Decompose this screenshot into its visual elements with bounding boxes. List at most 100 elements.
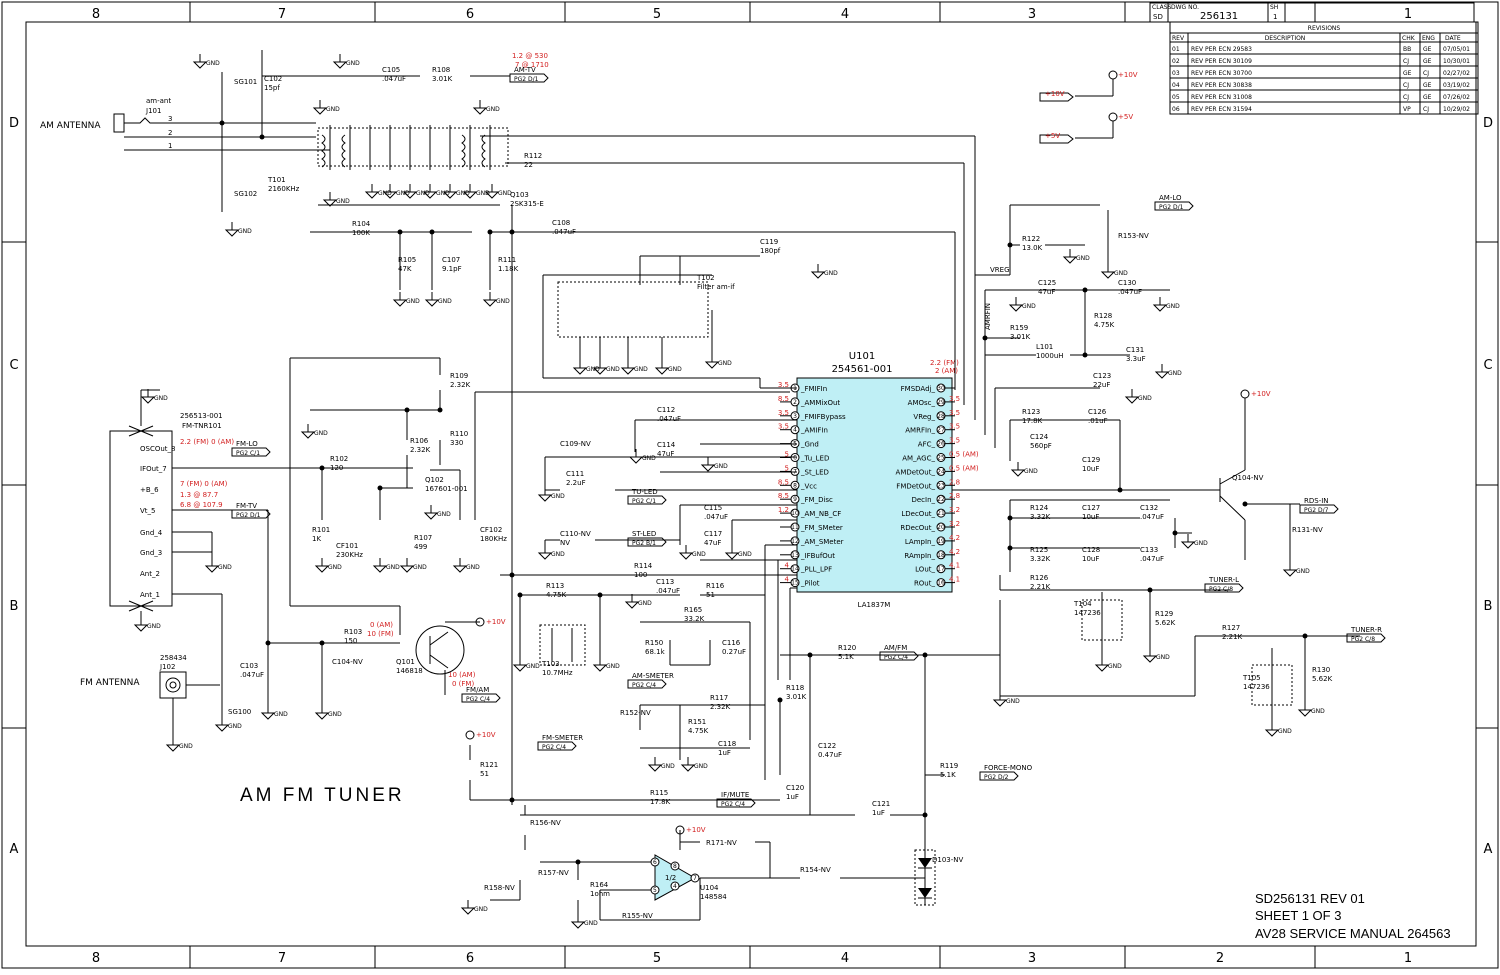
component-value: 5.62K (1312, 675, 1333, 683)
component-ref: C127 (1082, 504, 1100, 512)
junction-dot (219, 120, 225, 126)
junction-dot (397, 229, 403, 235)
component-ref: R106 (410, 437, 429, 445)
component-ref: R111 (498, 256, 516, 264)
chip-pin-voltage: 3.5 (949, 395, 960, 403)
ground-symbol (810, 271, 826, 279)
transformer-t104 (1081, 592, 1123, 660)
component-ref: C121 (872, 800, 890, 808)
am-ant-net: am-ant (146, 97, 171, 105)
ground-label: GND (498, 190, 512, 197)
ground-symbol (382, 191, 398, 199)
component-ref: R150 (645, 639, 663, 647)
ground-symbol (570, 921, 586, 929)
junction-dot (509, 797, 515, 803)
grid-row-label: B (10, 599, 19, 614)
junction-dot (777, 697, 783, 703)
component-ref: R113 (546, 582, 564, 590)
rev-cell: REV PER ECN 30700 (1191, 70, 1252, 77)
component-value: NV (560, 539, 570, 547)
chip-pin-number: 29 (937, 399, 945, 406)
ground-label: GND (1166, 303, 1180, 310)
ground-symbol (460, 907, 476, 915)
chip-pin-label: AMDetOut_ (896, 468, 936, 476)
chip-pin-voltage: 3.2 (949, 520, 960, 528)
svg-text:1: 1 (168, 142, 172, 150)
chip-pin (936, 508, 946, 518)
chip-pin-voltage: 4.1 (949, 562, 960, 570)
component-ref: R107 (414, 534, 432, 542)
page-ref: PG2 C/4 (632, 682, 656, 689)
rev-cell: 05 (1172, 94, 1180, 101)
grid-col-label: 3 (1028, 951, 1036, 966)
chip-pin (936, 480, 946, 490)
diode-d103 (914, 849, 936, 906)
ground-symbol (1180, 541, 1196, 549)
component-ref: R159 (1010, 324, 1028, 332)
ground-label: GND (1168, 370, 1182, 377)
component-value: 3.32K (1030, 513, 1051, 521)
ground-symbol (482, 299, 498, 307)
component-value: 1K (312, 535, 321, 543)
component-value: 68.1k (645, 648, 666, 656)
component-ref: C119 (760, 238, 778, 246)
ground-symbol (592, 367, 608, 375)
component-value: 3.32K (1030, 555, 1051, 563)
net-tag-box (537, 741, 577, 751)
chip-pin-voltage: 3.5 (778, 423, 789, 431)
grid-row-label: C (1483, 358, 1492, 373)
chip-pin-label: _FMIFIn (800, 385, 827, 393)
net-tag-box (231, 509, 271, 519)
component-ref: R124 (1030, 504, 1049, 512)
am-ant-ref: J101 (145, 107, 161, 115)
chip-pin-number: 19 (937, 538, 945, 545)
q101-volt: 10 (FM) (367, 630, 394, 638)
ground-symbol (133, 624, 149, 632)
component-value: 0.47uF (818, 751, 842, 759)
power-label: +10V (686, 826, 706, 834)
component-value: 51 (480, 770, 489, 778)
component-value: 100K (352, 229, 370, 237)
component-value: 17.8K (1022, 417, 1043, 425)
component-ref: R156-NV (530, 819, 561, 827)
chip-pin-label: AM_AGC_ (902, 455, 935, 463)
ground-label: GND (526, 663, 540, 670)
opamp-u104: 1/2 65 84 7 +10V (650, 825, 706, 901)
rev-cell: REV PER ECN 31008 (1191, 94, 1252, 101)
chip-pin-number: 17 (937, 566, 945, 573)
ground-symbol (704, 361, 720, 369)
chip-pin-number: 2 (793, 399, 797, 406)
ground-symbol (332, 61, 348, 69)
chip-pin (936, 397, 946, 407)
chip-pin-label: AMRFIn_ (905, 427, 935, 435)
ground-label: GND (638, 600, 652, 607)
junction-dot (377, 485, 383, 491)
chip-pin-number: 13 (791, 552, 799, 559)
chip-pin-voltage: 4 (785, 576, 790, 584)
component-ref: C131 (1126, 346, 1144, 354)
component-value: 3.01K (1010, 333, 1031, 341)
component-ref: R125 (1030, 546, 1048, 554)
rev-cell: CJ (1403, 82, 1409, 89)
component-value: .01uF (1088, 417, 1108, 425)
rev-cell: 02/27/02 (1443, 70, 1470, 77)
sh-label: SH (1270, 4, 1278, 11)
chip-pin-number: 10 (791, 510, 799, 517)
component-ref: R117 (710, 694, 728, 702)
rev-cell: REV PER ECN 29583 (1191, 46, 1252, 53)
transformer-t103 (539, 624, 586, 666)
junction-dot (1082, 287, 1088, 293)
chip-pin-label: FMSDAdj_ (901, 385, 936, 393)
net-tag-box (716, 798, 756, 808)
chip-pin-number: 14 (791, 566, 799, 573)
component-ref: C112 (657, 406, 675, 414)
chip-pin-label: AMOsc_ (908, 399, 936, 407)
ground-label: GND (692, 551, 706, 558)
chip-pin (790, 466, 800, 476)
ground-label: GND (437, 511, 451, 518)
component-ref: CF102 (480, 526, 502, 534)
component-ref: D103-NV (932, 856, 964, 864)
grid-row-label: A (1484, 842, 1493, 857)
inner-frame (25, 21, 1477, 947)
rev-header: CHK (1402, 35, 1416, 42)
